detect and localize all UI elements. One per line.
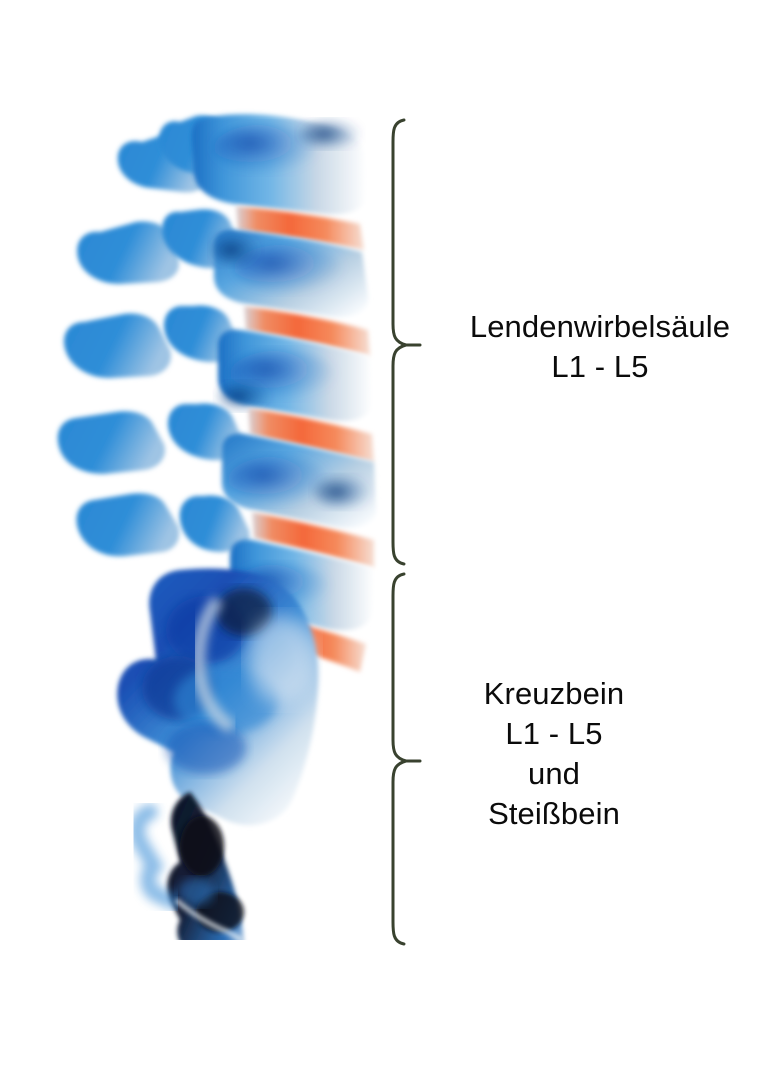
brace-sacrum [386, 572, 428, 946]
label-lumbar-line-1: Lendenwirbelsäule [469, 309, 731, 344]
disc-l3-l4 [248, 408, 374, 462]
label-sacrum-line-3: und [527, 756, 581, 791]
vertebra-l1 [117, 114, 367, 215]
vertebra-l4 [57, 403, 377, 528]
label-sacrum-line-4: Steißbein [488, 796, 620, 831]
disc-l2-l3 [244, 306, 370, 356]
label-sacrum-coccyx: Kreuzbein L1 - L5 und Steißbein [410, 674, 698, 834]
label-sacrum-line-2: L1 - L5 [505, 716, 603, 751]
coccyx [129, 792, 244, 940]
brace-lumbar [386, 118, 428, 566]
spine-illustration [30, 100, 390, 940]
disc-l4-l5 [252, 512, 374, 568]
label-sacrum-line-1: Kreuzbein [483, 676, 625, 711]
label-lumbar-line-2: L1 - L5 [551, 349, 649, 384]
vertebra-l5 [76, 493, 374, 631]
vertebra-l2 [77, 209, 369, 318]
sacrum [117, 568, 319, 826]
disc-l1-l2 [236, 206, 364, 250]
vertebra-l3 [64, 305, 373, 422]
label-lumbar-spine: Lendenwirbelsäule L1 - L5 [448, 307, 752, 387]
